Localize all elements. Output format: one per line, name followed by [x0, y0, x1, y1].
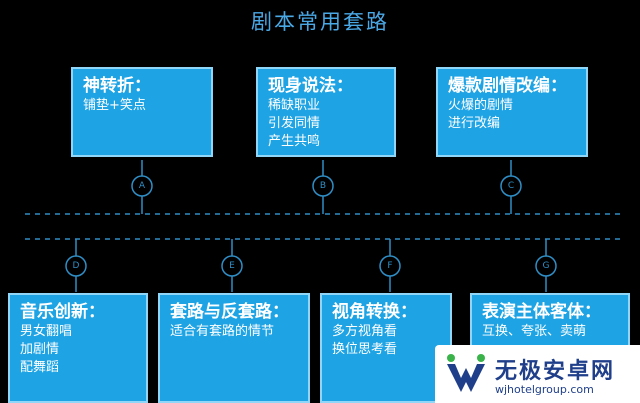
card-line: 换位思考看: [332, 342, 398, 357]
connector-f: [379, 239, 401, 292]
marker-e-circle: [221, 255, 243, 277]
card-line: 进行改编: [448, 116, 501, 131]
card-line: 互换、夸张、卖萌: [482, 324, 587, 339]
watermark-name: 无极安卓网: [495, 359, 616, 384]
marker-a-circle: [131, 175, 153, 197]
marker-d-circle: [65, 255, 87, 277]
marker-b-circle: [312, 175, 334, 197]
marker-g-label: G: [542, 261, 550, 271]
marker-d-label: D: [72, 261, 80, 271]
card-heading: 视角转换：: [332, 302, 417, 322]
marker-b-label: B: [319, 181, 327, 191]
connector-a: [131, 160, 153, 214]
card-line: 产生共鸣: [268, 134, 321, 149]
marker-f-label: F: [387, 261, 393, 271]
card-heading: 表演主体客体：: [482, 302, 601, 322]
card-hit-adaptation: 爆款剧情改编： 火爆的剧情 进行改编: [436, 67, 588, 157]
marker-g-circle: [535, 255, 557, 277]
card-line: 加剧情: [20, 342, 60, 357]
connector-c: [500, 160, 522, 214]
marker-a-label: A: [138, 181, 146, 191]
card-heading: 神转折：: [83, 76, 151, 96]
watermark: 无极安卓网 wjhotelgroup.com: [435, 345, 640, 403]
marker-c-circle: [500, 175, 522, 197]
card-line: 稀缺职业: [268, 98, 321, 113]
card-line: 引发同情: [268, 116, 321, 131]
card-heading: 套路与反套路：: [170, 302, 289, 322]
android-logo-icon: [447, 354, 485, 392]
watermark-url: wjhotelgroup.com: [495, 383, 594, 396]
card-personal-story: 现身说法： 稀缺职业 引发同情 产生共鸣: [256, 67, 396, 157]
marker-e-label: E: [229, 261, 235, 271]
card-heading: 音乐创新：: [20, 302, 105, 322]
card-heading: 爆款剧情改编：: [448, 76, 567, 96]
card-line: 火爆的剧情: [448, 98, 514, 113]
card-line: 多方视角看: [332, 324, 398, 339]
marker-c-label: C: [507, 181, 515, 191]
card-music-innovation: 音乐创新： 男女翻唱 加剧情 配舞蹈: [8, 293, 148, 403]
card-perspective-shift: 视角转换： 多方视角看 换位思考看: [320, 293, 452, 403]
card-plot-twist: 神转折： 铺垫+笑点: [71, 67, 213, 157]
card-line: 铺垫+笑点: [83, 98, 146, 113]
card-line: 配舞蹈: [20, 360, 60, 375]
marker-f-circle: [379, 255, 401, 277]
connector-b: [312, 160, 334, 214]
connector-g: [535, 239, 557, 292]
diagram-title: 剧本常用套路: [251, 10, 389, 34]
card-line: 适合有套路的情节: [170, 324, 275, 339]
card-line: 男女翻唱: [20, 324, 73, 339]
connector-d: [65, 239, 87, 292]
connector-e: [221, 239, 243, 292]
card-heading: 现身说法：: [268, 76, 353, 96]
card-routine-counter-routine: 套路与反套路： 适合有套路的情节: [158, 293, 310, 403]
